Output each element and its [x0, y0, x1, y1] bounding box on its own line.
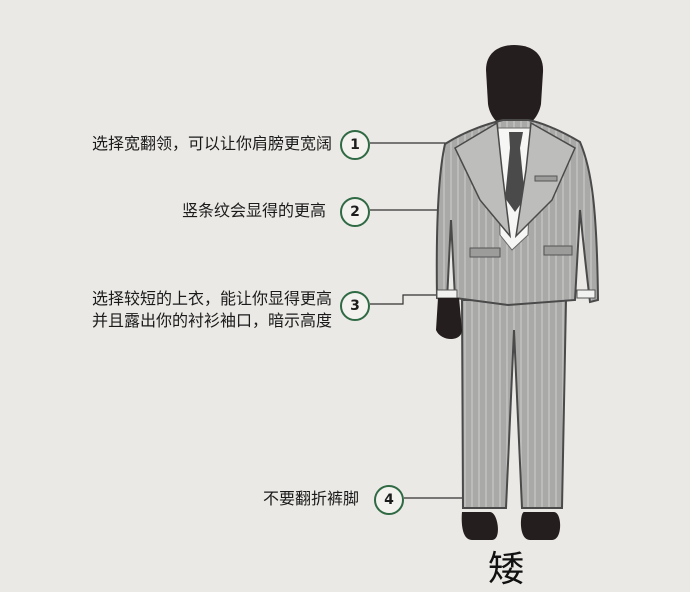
hands	[436, 289, 596, 339]
callout-4-text: 不要翻折裤脚	[262, 489, 359, 508]
callout-4-badge: 4	[374, 485, 404, 515]
callout-3-line-1: 选择较短的上衣，能让你显得更高	[91, 289, 332, 308]
callout-3-badge: 3	[340, 291, 370, 321]
callout-1-badge: 1	[340, 130, 370, 160]
callout-2-text: 竖条纹会显得的更高	[181, 201, 326, 220]
trousers	[460, 299, 568, 509]
callout-1-text: 选择宽翻领，可以让你肩膀更宽阔	[91, 134, 332, 153]
jacket	[435, 119, 600, 307]
height-label: 矮	[488, 549, 525, 590]
callout-2-badge: 2	[340, 197, 370, 227]
shoes	[461, 512, 561, 540]
callout-3-line-2: 并且露出你的衬衫袖口，暗示高度	[91, 311, 332, 330]
callout-3-text: 选择较短的上衣，能让你显得更高 并且露出你的衬衫袖口，暗示高度	[92, 288, 332, 332]
